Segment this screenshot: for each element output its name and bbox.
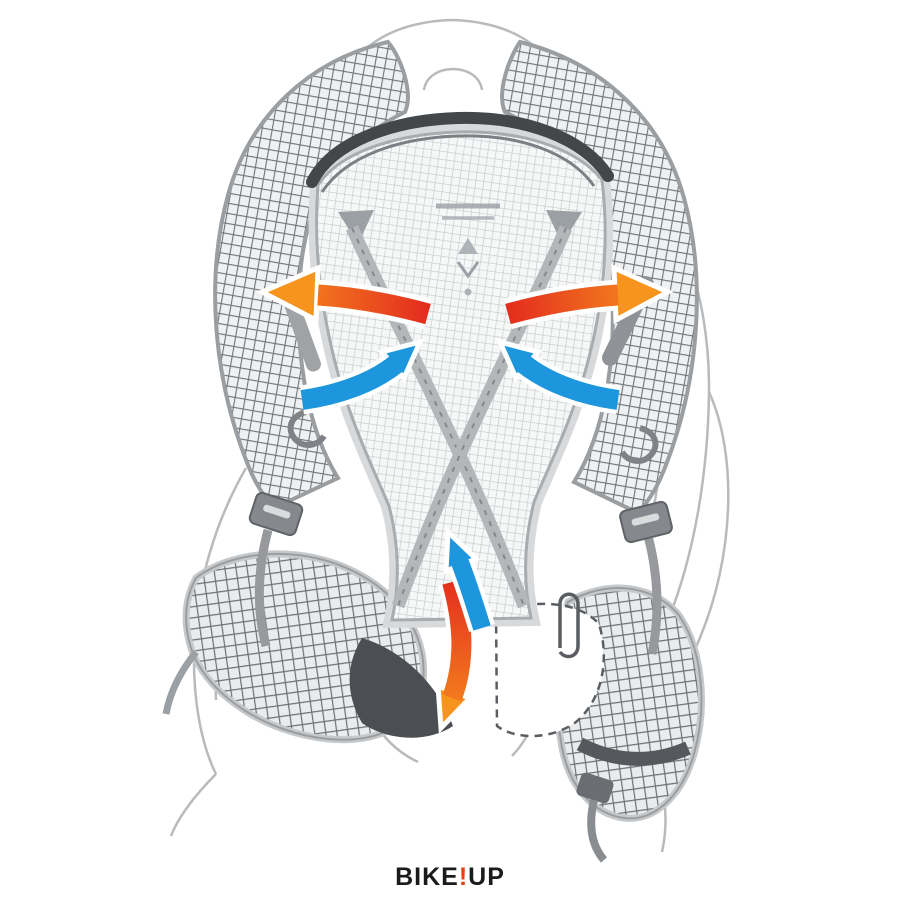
watermark-exclamation: ! <box>458 863 469 891</box>
x-strap-right-stitching <box>397 227 567 607</box>
left-strap-buckle <box>248 491 304 537</box>
pack-bottom-shadow <box>349 638 453 738</box>
hip-fin-right-strap-tail <box>587 799 608 863</box>
warm-bottom-body <box>442 579 472 702</box>
watermark-brand-part2: UP <box>468 863 505 891</box>
hip-fin-left-strap-tail <box>162 649 199 715</box>
x-strap-left-stitching <box>351 227 525 607</box>
warm-right-body <box>505 284 619 325</box>
brand-print-dot <box>464 288 472 296</box>
cool-left-body <box>300 356 403 410</box>
left-gear-hook <box>287 409 327 448</box>
right-strap-webbing <box>643 534 662 655</box>
right-gear-hook <box>619 425 659 464</box>
hip-fin-right-webbing <box>576 737 691 766</box>
left-buckle-slot <box>263 504 291 519</box>
warm-air-out-right-arrow <box>503 264 674 329</box>
hip-fin-right-buckle <box>576 772 614 804</box>
cool-right-body <box>517 356 620 410</box>
cool-air-in-bottom-arrow <box>443 526 495 632</box>
back-panel <box>306 111 614 629</box>
bottom-pocket <box>494 592 606 738</box>
right-strap-buckle <box>619 500 673 544</box>
x-strap-reinforcement-right <box>546 210 582 244</box>
warm-air-out-bottom-arrow <box>435 578 476 734</box>
brand-print-chevron <box>456 261 480 279</box>
pack-left-bottom-outline <box>169 773 217 837</box>
warm-air-out-left-arrow <box>256 264 433 329</box>
warm-left-arrowhead <box>256 264 321 325</box>
cool-air-in-right-arrow <box>495 338 621 415</box>
panel-brand-print <box>436 203 500 296</box>
warm-left-body <box>317 284 431 325</box>
panel-top-band <box>306 111 614 188</box>
brand-print-triangle <box>458 238 478 254</box>
pocket-hook-icon <box>558 592 580 659</box>
cool-bottom-body <box>450 556 491 631</box>
airflow-arrows <box>256 264 674 734</box>
cool-air-in-left-arrow <box>299 338 425 415</box>
watermark: BIKE!UP <box>0 863 900 892</box>
pack-top-handle-outline <box>422 67 484 91</box>
left-strap-webbing <box>254 528 273 648</box>
strap-hardware <box>248 409 673 655</box>
right-buckle-slot <box>631 513 660 526</box>
watermark-brand-part1: BIKE <box>395 863 459 891</box>
panel-top-band-inner-line <box>320 134 596 193</box>
